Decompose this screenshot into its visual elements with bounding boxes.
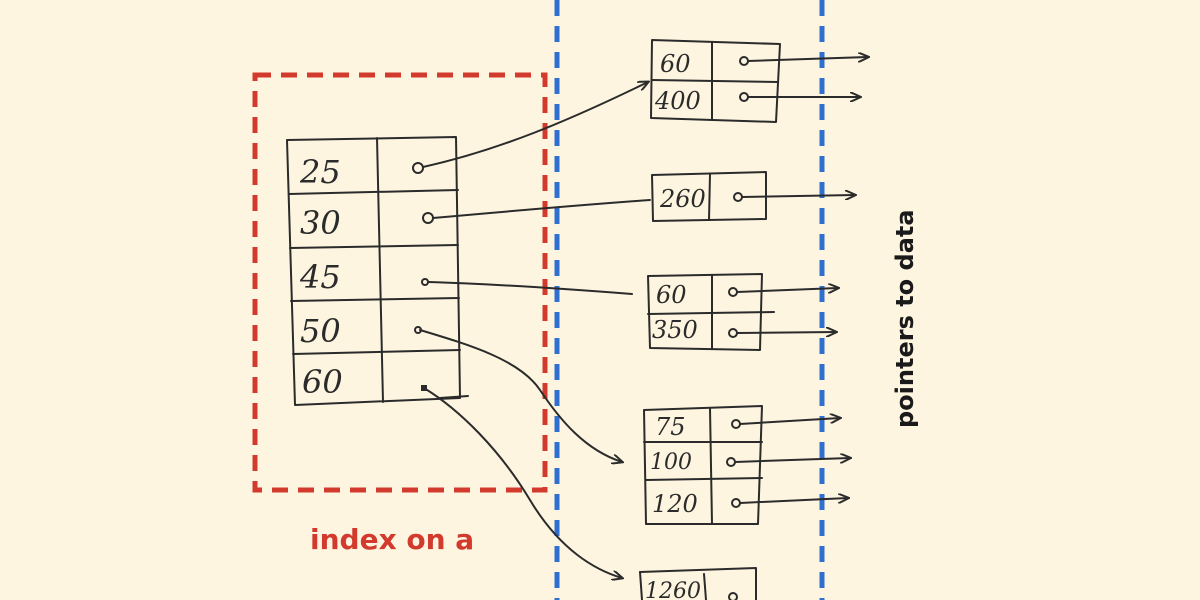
arrow-60-to-page-5 xyxy=(423,387,622,578)
page-2-key-1: 260 xyxy=(659,185,706,213)
arrow-45-to-page-3 xyxy=(427,281,633,295)
page-4-key-2: 100 xyxy=(650,450,692,475)
page-1-key-2: 400 xyxy=(654,87,701,115)
arrow-30-to-page-2 xyxy=(432,199,651,219)
data-page-4: 75 100 120 xyxy=(643,405,850,525)
index-label: index on a xyxy=(310,523,474,556)
page-3-key-2: 350 xyxy=(652,316,698,344)
index-key-4: 50 xyxy=(300,312,341,350)
index-key-5: 60 xyxy=(302,363,343,401)
index-pointer-2 xyxy=(422,212,434,224)
index-table: 25 30 45 50 60 xyxy=(286,136,469,406)
arrow-25-to-page-1 xyxy=(422,82,648,168)
index-arrows xyxy=(419,82,651,578)
index-key-3: 45 xyxy=(299,258,341,296)
data-page-1: 60 400 xyxy=(650,39,868,123)
index-pointer-1 xyxy=(412,162,424,174)
pointers-label: pointers to data xyxy=(891,209,919,428)
data-page-5: 1260 xyxy=(639,567,757,600)
index-key-2: 30 xyxy=(300,204,341,242)
page-3-key-1: 60 xyxy=(656,281,687,309)
page-5-key-1: 1260 xyxy=(645,579,701,600)
data-page-3: 60 350 xyxy=(647,273,838,351)
index-key-1: 25 xyxy=(299,153,341,191)
page-4-key-3: 120 xyxy=(652,490,698,518)
arrow-50-to-page-4 xyxy=(419,329,622,462)
page-4-key-1: 75 xyxy=(655,413,686,441)
data-page-2: 260 xyxy=(651,171,855,222)
index-boundary xyxy=(252,72,548,493)
page-1-key-1: 60 xyxy=(660,50,691,78)
